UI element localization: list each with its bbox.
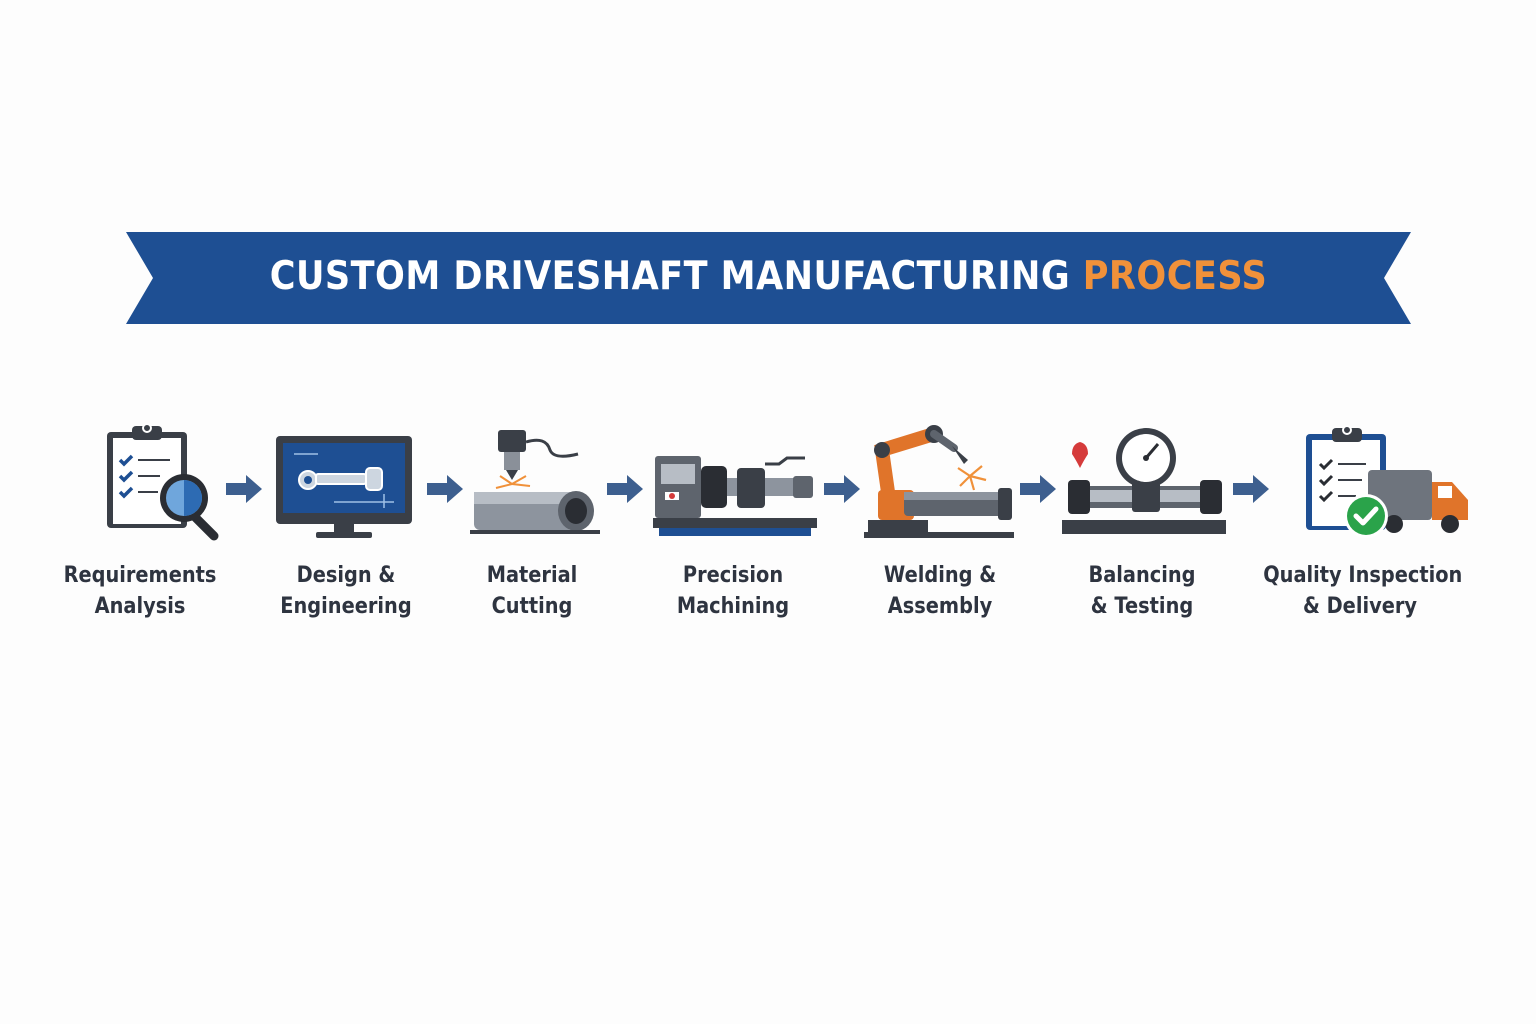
banner-title-main: CUSTOM DRIVESHAFT MANUFACTURING xyxy=(269,254,1071,299)
step-label: Requirements Analysis xyxy=(63,563,217,619)
lathe-icon xyxy=(653,456,817,536)
monitor-cad-icon xyxy=(276,436,412,538)
arrow-right-icon xyxy=(427,475,463,503)
arrow-right-icon xyxy=(1020,475,1056,503)
step-label: Precision Machining xyxy=(676,563,790,619)
step-label: Design & Engineering xyxy=(280,563,412,619)
clipboard-magnifier-icon xyxy=(107,423,219,541)
balancing-machine-icon xyxy=(1062,428,1226,534)
title-banner: CUSTOM DRIVESHAFT MANUFACTURING PROCESS xyxy=(126,232,1411,324)
pipe-cutter-icon xyxy=(470,430,600,534)
welding-robot-icon xyxy=(864,425,1014,538)
clipboard-truck-check-icon xyxy=(1306,425,1468,538)
step-label: Material Cutting xyxy=(486,563,578,619)
step-label: Quality Inspection & Delivery xyxy=(1263,563,1463,619)
arrow-right-icon xyxy=(1233,475,1269,503)
banner-ribbon xyxy=(126,232,1411,324)
arrow-right-icon xyxy=(824,475,860,503)
step-label: Balancing & Testing xyxy=(1088,563,1196,619)
arrow-right-icon xyxy=(607,475,643,503)
banner-title-accent: PROCESS xyxy=(1082,254,1268,299)
banner-title: CUSTOM DRIVESHAFT MANUFACTURING PROCESS xyxy=(190,254,1347,299)
step-label: Welding & Assembly xyxy=(883,563,997,619)
arrow-right-icon xyxy=(226,475,262,503)
